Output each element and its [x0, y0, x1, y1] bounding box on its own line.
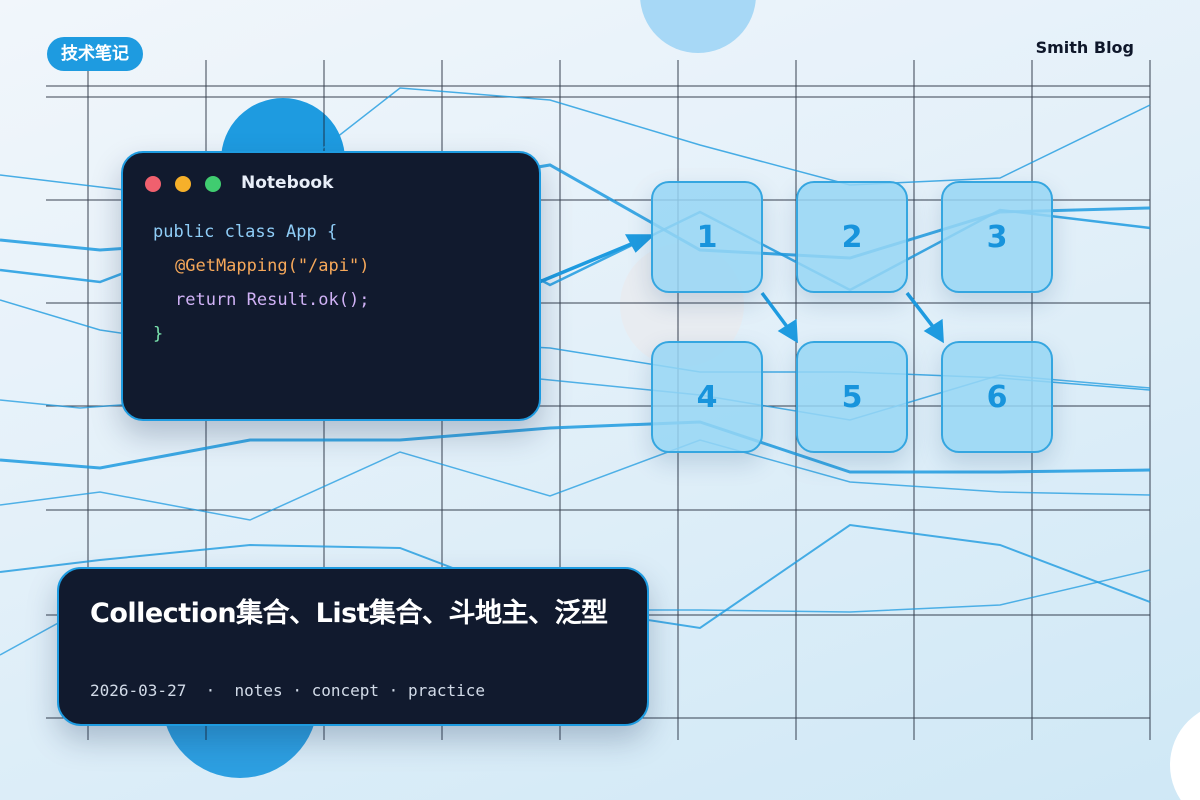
meta-separator: · [292, 681, 302, 700]
post-tag-concept[interactable]: concept [311, 681, 380, 700]
decor-arrows [531, 234, 944, 344]
meta-separator: · [388, 681, 399, 700]
category-tag[interactable]: 技术笔记 [47, 37, 143, 71]
post-tag-practice[interactable]: practice [407, 681, 486, 700]
step-tile-5: 5 [796, 341, 908, 453]
meta-separator: · [205, 681, 216, 700]
post-date: 2026-03-27 [90, 681, 187, 700]
blog-brand[interactable]: Smith Blog [1035, 38, 1134, 57]
step-tile-6: 6 [941, 341, 1053, 453]
decor-circle-corner [1170, 711, 1200, 800]
window-maximize-dot [205, 176, 221, 192]
code-window: Notebook public class App { @GetMapping(… [121, 151, 541, 421]
window-minimize-dot [175, 176, 191, 192]
decor-circle-top [640, 0, 756, 53]
code-line-3: return Result.ok(); [175, 290, 370, 310]
step-tile-1: 1 [651, 181, 763, 293]
post-meta: 2026-03-27 · notes · concept · practice [90, 681, 485, 700]
code-window-title: Notebook [241, 173, 334, 193]
post-title-card[interactable]: Collection集合、List集合、斗地主、泛型 2026-03-27 · … [57, 567, 649, 726]
window-close-dot [145, 176, 161, 192]
code-line-1: public class App { [153, 222, 338, 242]
post-tag-notes[interactable]: notes [234, 681, 283, 700]
step-tile-2: 2 [796, 181, 908, 293]
code-line-4: } [153, 324, 164, 344]
step-tile-3: 3 [941, 181, 1053, 293]
post-title[interactable]: Collection集合、List集合、斗地主、泛型 [90, 598, 608, 629]
step-tile-4: 4 [651, 341, 763, 453]
code-line-2: @GetMapping("/api") [175, 256, 370, 276]
